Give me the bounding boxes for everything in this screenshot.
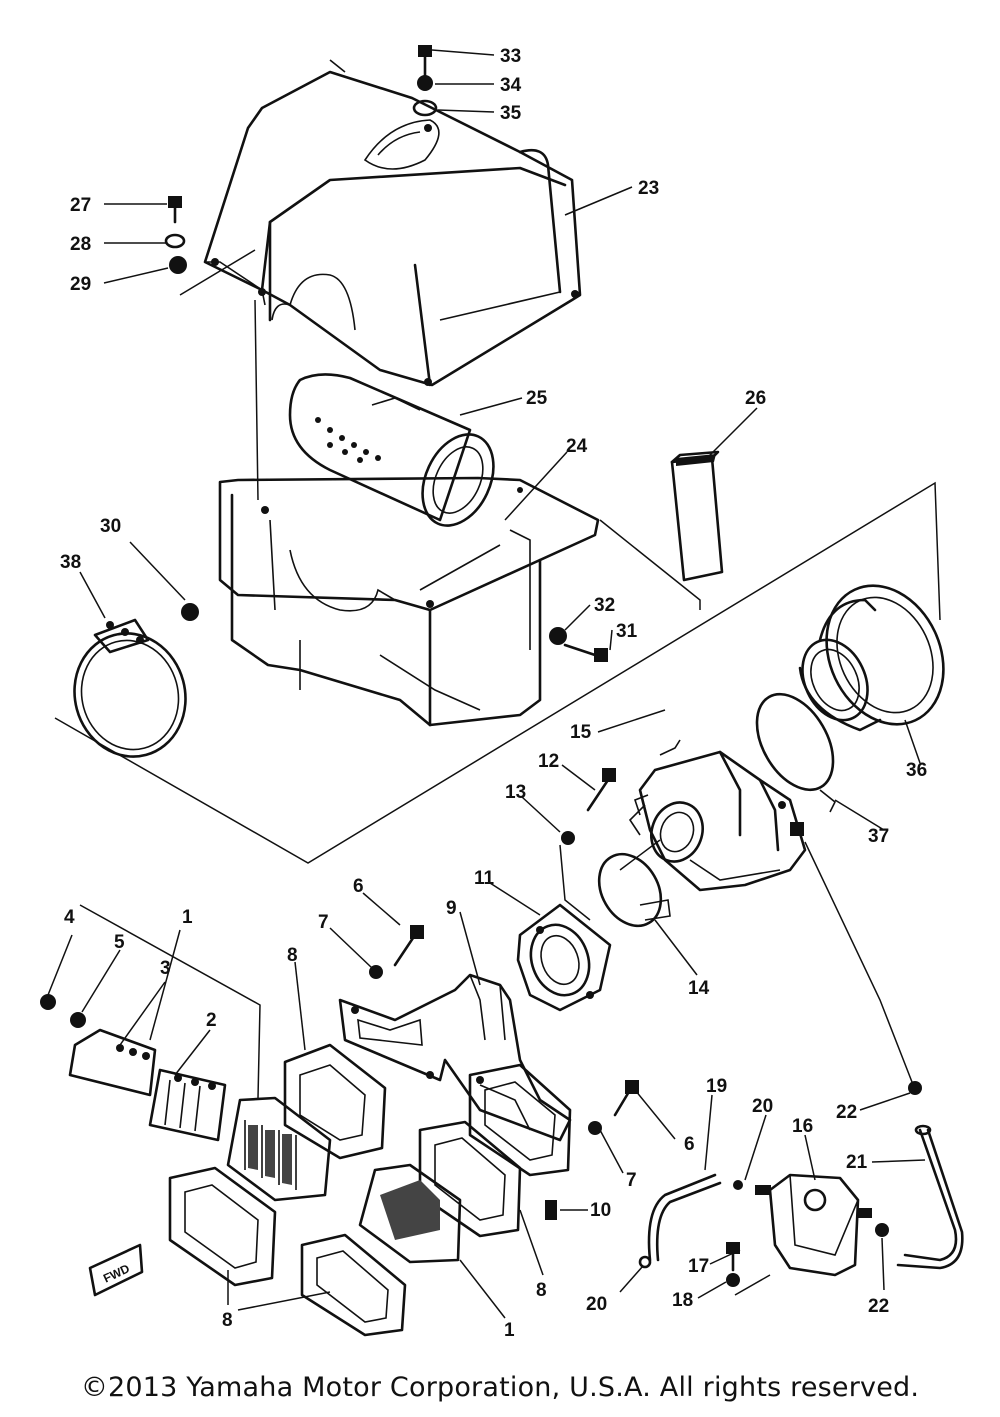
callout-21: 21	[846, 1152, 868, 1173]
fuel-pump	[755, 1173, 872, 1277]
carburetor	[628, 739, 807, 892]
washer-29	[169, 256, 187, 274]
reed-valve-left	[226, 1096, 332, 1202]
callout-11: 11	[474, 868, 495, 889]
reed-valve-center	[358, 1163, 462, 1264]
air-box-case	[218, 476, 600, 727]
forward-arrow-icon: FWD	[88, 1243, 144, 1297]
washer-34	[417, 75, 433, 91]
callout-7-lower: 7	[626, 1170, 637, 1191]
callout-19: 19	[706, 1076, 727, 1097]
fuel-hose-21	[896, 1124, 964, 1270]
reed-stopper	[148, 1068, 227, 1142]
callout-8-upper: 8	[287, 945, 298, 966]
carb-joint	[516, 903, 612, 1012]
callout-9: 9	[446, 898, 457, 919]
callout-22-upper: 22	[836, 1102, 857, 1123]
plug-10	[545, 1200, 557, 1220]
callout-26: 26	[745, 388, 766, 409]
hose-clamp-38	[73, 618, 187, 758]
bolt-6-upper	[393, 925, 424, 967]
callout-35: 35	[500, 103, 522, 124]
intake-manifold	[338, 973, 572, 1142]
clip-20-upper	[733, 1180, 743, 1190]
callout-8-right: 8	[536, 1280, 547, 1301]
washer-5	[70, 1012, 86, 1028]
screw-27	[168, 196, 182, 224]
washer-7-upper	[369, 965, 383, 979]
callout-12: 12	[538, 751, 559, 772]
washer-35	[412, 99, 438, 117]
callout-22-lower: 22	[868, 1296, 889, 1317]
callout-4: 4	[64, 907, 75, 928]
callout-15: 15	[570, 722, 592, 743]
bolt-6-lower	[613, 1080, 639, 1117]
air-box-cover	[203, 59, 582, 387]
callout-6-upper: 6	[353, 876, 364, 897]
fuel-hose-19	[647, 1173, 722, 1262]
gasket-right-upper	[468, 1063, 572, 1177]
washer-13	[561, 831, 575, 845]
filter-element	[288, 373, 495, 527]
callout-23: 23	[638, 178, 659, 199]
callout-16: 16	[792, 1116, 813, 1137]
callout-34: 34	[500, 75, 522, 96]
bolt-12	[586, 768, 616, 812]
callout-28: 28	[70, 234, 91, 255]
washer-28	[164, 233, 186, 249]
callout-37: 37	[868, 826, 889, 847]
callout-33: 33	[500, 46, 521, 67]
callout-13: 13	[505, 782, 526, 803]
callout-38: 38	[60, 552, 81, 573]
callout-labels: 33 34 35 23 27 28 29 25 24 26 30 38 32 3…	[60, 46, 927, 1340]
callout-6-lower: 6	[684, 1134, 695, 1155]
copyright-notice: ©2013 Yamaha Motor Corporation, U.S.A. A…	[80, 1372, 920, 1403]
hose-clamp-37	[755, 692, 837, 813]
reed-petal	[68, 1028, 157, 1097]
callout-20-lower: 20	[586, 1294, 607, 1315]
callout-1-lower: 1	[504, 1320, 515, 1340]
screw-33	[418, 45, 432, 77]
group-lines	[54, 249, 941, 1296]
callout-24: 24	[566, 436, 588, 457]
callout-30: 30	[100, 516, 121, 537]
callout-18: 18	[672, 1290, 693, 1311]
gasket-bottom-center	[300, 1233, 407, 1337]
callout-27: 27	[70, 195, 91, 216]
screw-4	[40, 994, 56, 1010]
callout-7-upper: 7	[318, 912, 329, 933]
callout-17: 17	[688, 1256, 709, 1277]
clip-22-lower	[875, 1223, 889, 1237]
callout-leaders	[47, 49, 926, 1319]
callout-25: 25	[526, 388, 548, 409]
callout-14: 14	[688, 978, 710, 999]
callout-20-upper: 20	[752, 1096, 773, 1117]
callout-5: 5	[114, 932, 125, 953]
callout-10: 10	[590, 1200, 611, 1221]
filter-panel	[670, 450, 724, 582]
gasket-upper	[283, 1043, 387, 1160]
callout-1-upper: 1	[182, 907, 193, 928]
callout-36: 36	[906, 760, 927, 781]
exploded-parts-diagram: FWD	[40, 45, 964, 1340]
carb-clamp	[597, 852, 671, 928]
callout-32: 32	[594, 595, 615, 616]
washer-32	[549, 627, 567, 645]
callout-8-bottom: 8	[222, 1310, 233, 1331]
callout-29: 29	[70, 274, 91, 295]
nut-30	[181, 603, 199, 621]
washer-7-lower	[588, 1121, 602, 1135]
gasket-bottom-left	[168, 1166, 277, 1287]
clip-22-upper	[908, 1081, 922, 1095]
callout-3: 3	[160, 958, 171, 979]
washer-18	[726, 1273, 740, 1287]
callout-2: 2	[206, 1010, 217, 1031]
fwd-mark: FWD	[101, 1261, 132, 1285]
clip-20-lower	[638, 1255, 652, 1269]
intake-bellows	[798, 584, 945, 732]
callout-31: 31	[616, 621, 638, 642]
bolt-31	[563, 643, 608, 662]
